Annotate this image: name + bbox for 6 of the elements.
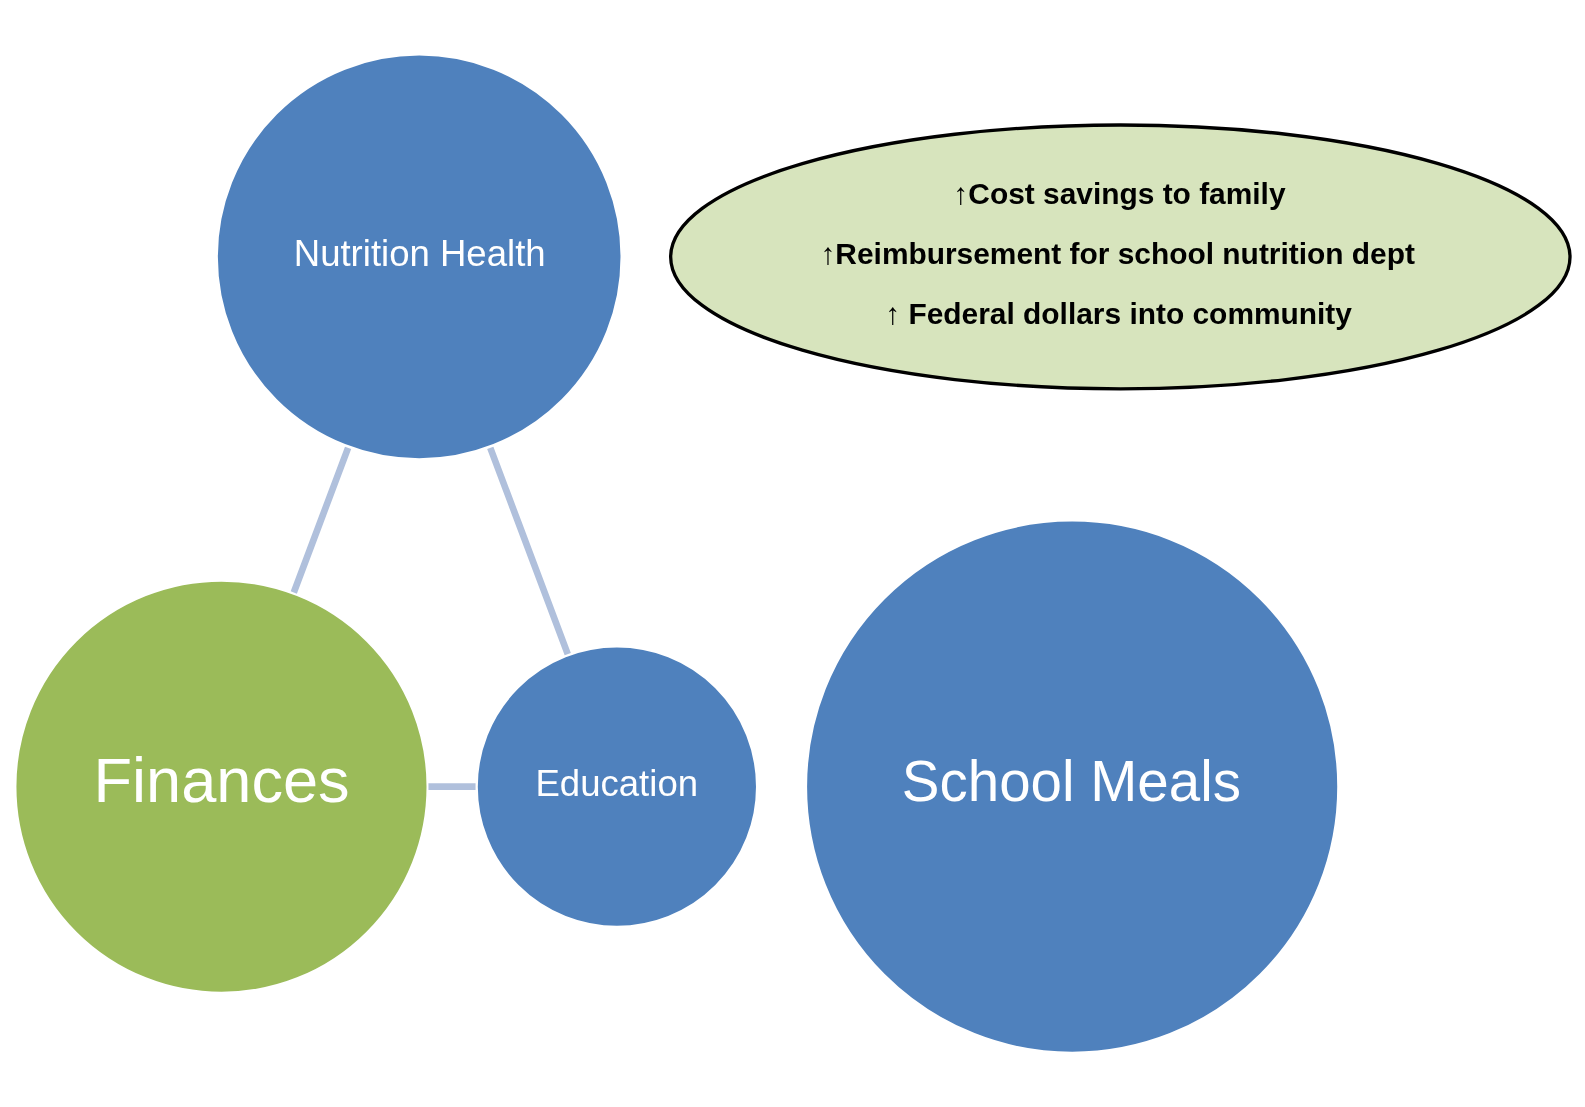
connector <box>487 446 571 656</box>
connector <box>428 783 476 790</box>
node-ellipse: ↑Cost savings to family ↑Reimbursement for school nutrition dept ↑ Federal dollars into community <box>669 123 1572 391</box>
connector <box>290 446 352 594</box>
node-circle: Nutrition Health <box>214 52 624 462</box>
node-circle: Finances <box>13 578 430 995</box>
